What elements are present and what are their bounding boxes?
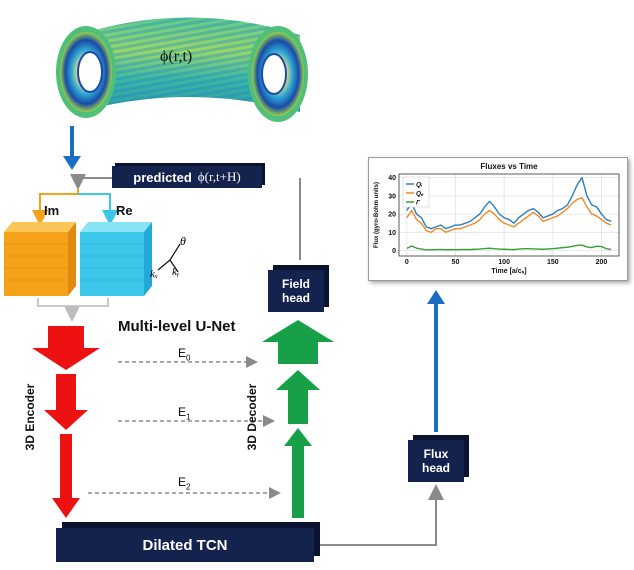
legend-label-0: Qᵢ	[416, 182, 423, 189]
decoder-level-2	[284, 428, 312, 518]
y-tick-label: 40	[388, 175, 396, 182]
imaginary-cube	[4, 222, 76, 296]
legend-label-2: Γ	[416, 200, 421, 207]
decoder-level-0	[262, 320, 334, 364]
encoder-label: 3D Encoder	[23, 383, 37, 451]
axis-kx: kₓ	[150, 268, 159, 280]
axis-ky: kᵧ	[172, 266, 180, 278]
encoder-level-0	[32, 326, 100, 370]
encoder-level-2	[52, 434, 80, 518]
field-head-box: Field head	[268, 270, 324, 312]
x-tick-label: 200	[596, 259, 608, 266]
predicted-output-bar: predicted ϕ(r,t+H)	[112, 166, 262, 188]
flux-head-line1: Flux	[423, 447, 449, 461]
real-cube	[80, 222, 152, 296]
x-tick-label: 150	[547, 259, 559, 266]
series-line-1	[406, 196, 612, 234]
decoder-label: 3D Decoder	[245, 383, 259, 451]
unet-title: Multi-level U-Net	[118, 318, 236, 335]
decoder-level-1	[276, 370, 320, 424]
axes-glyph	[157, 243, 181, 273]
axis-theta: θ	[180, 234, 186, 248]
flux-chart: 0 10 20 30 40 0 50 100 150 200 Fluxes vs TimeTime …	[374, 162, 620, 275]
field-head-line2: head	[281, 291, 310, 305]
encoder-level-1	[44, 374, 88, 430]
plot-area	[398, 173, 620, 257]
torus-label: ϕ(r,t)	[160, 48, 193, 65]
y-tick-label: 30	[388, 193, 396, 200]
flux-head-box: Flux head	[408, 440, 464, 482]
x-tick-label: 0	[405, 259, 409, 266]
y-axis-label: Flux (gyro-Bohm units)	[374, 182, 380, 248]
skip-label-1: E1	[178, 405, 191, 422]
skip-label-0: E0	[178, 346, 191, 363]
y-tick-label: 10	[388, 230, 396, 237]
x-axis-label: Time [a/cₛ]	[491, 268, 526, 275]
y-tick-label: 0	[392, 248, 396, 255]
encoder-arrows	[32, 326, 100, 518]
dilated-tcn-label: Dilated TCN	[142, 536, 228, 554]
flux-head-line2: head	[421, 461, 450, 475]
predicted-label: predicted	[133, 169, 192, 185]
x-tick-label: 50	[452, 259, 460, 266]
x-tick-label: 100	[498, 259, 510, 266]
series-line-2	[406, 244, 612, 251]
series-line-0	[406, 176, 612, 230]
dilated-tcn-bar: Dilated TCN	[56, 528, 314, 562]
predicted-math: ϕ(r,t+H)	[197, 169, 241, 184]
field-head-line1: Field	[281, 277, 310, 291]
y-tick-label: 20	[388, 212, 396, 219]
chart-title: Fluxes vs Time	[480, 162, 538, 171]
skip-label-2: E2	[178, 475, 191, 492]
im-label: Im	[44, 203, 60, 218]
torus-visualization	[56, 17, 308, 122]
decoder-arrows	[262, 320, 334, 518]
re-label: Re	[116, 203, 133, 218]
legend-label-1: Qₑ	[416, 191, 424, 198]
